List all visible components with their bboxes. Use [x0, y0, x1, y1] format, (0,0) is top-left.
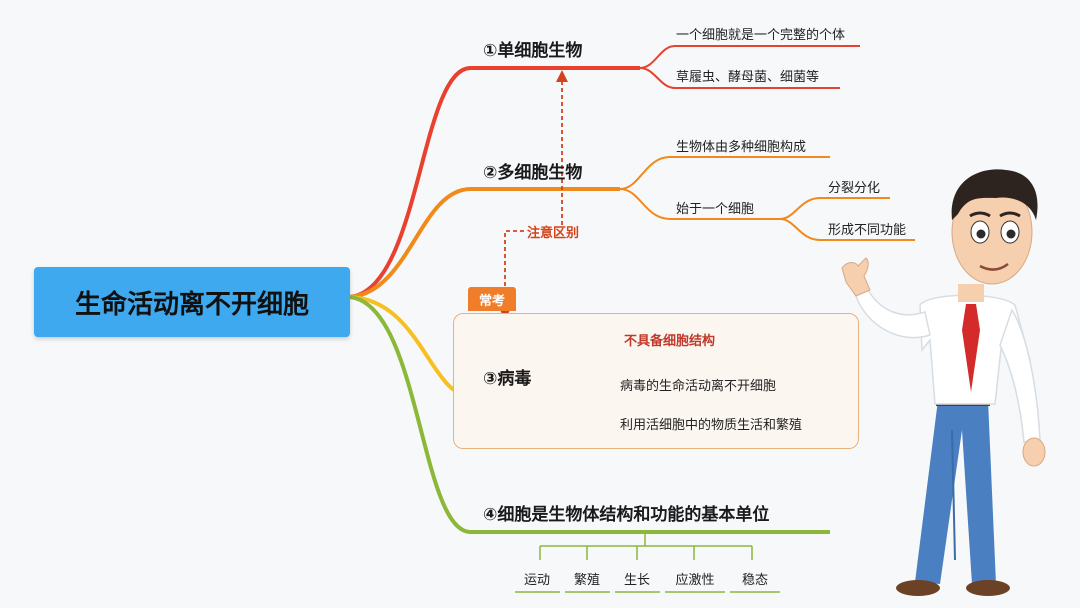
leaf-text: 利用活细胞中的物质生活和繁殖 [620, 418, 803, 433]
frequent-exam-tag: 常考 [468, 287, 516, 311]
root-label: 生命活动离不开细胞 [74, 289, 309, 320]
leaf-connector [639, 45, 860, 69]
annotation-label: 注意区别 [527, 226, 580, 241]
leaf-connector [779, 218, 915, 241]
branch-connector-2 [349, 187, 620, 299]
subleaf-text: 分裂分化 [828, 181, 881, 196]
bottom-leaf-text: 生长 [623, 573, 650, 588]
branch-connector-4 [349, 295, 830, 534]
leaf-text: 一个细胞就是一个完整的个体 [676, 28, 846, 43]
bottom-leaf-text: 繁殖 [573, 573, 600, 588]
branch-label-unicellular: ①单细胞生物 [483, 41, 583, 61]
branch-connector-1 [349, 66, 640, 299]
presenter-illustration [841, 169, 1046, 596]
virus-highlight-box [453, 313, 859, 449]
leaf-connector [619, 188, 780, 220]
annotation-arrow-down [504, 230, 524, 312]
bottom-leaf-text: 运动 [523, 573, 550, 588]
leaf-connector [619, 156, 830, 190]
bracket-connector [539, 532, 753, 560]
subleaf-text: 形成不同功能 [828, 223, 907, 238]
branch-label-virus: ③病毒 [483, 369, 532, 389]
leaf-text: 病毒的生命活动离不开细胞 [620, 379, 777, 394]
leaf-text-highlight: 不具备细胞结构 [624, 334, 716, 349]
leaf-connector [779, 197, 890, 220]
leaf-text: 始于一个细胞 [676, 202, 755, 217]
leaf-text: 草履虫、酵母菌、细菌等 [676, 70, 820, 85]
bottom-leaf-text: 稳态 [741, 573, 768, 588]
branch-label-cell-unit: ④细胞是生物体结构和功能的基本单位 [483, 505, 770, 525]
root-node: 生命活动离不开细胞 [34, 267, 350, 337]
leaf-text: 生物体由多种细胞构成 [676, 140, 807, 155]
annotation-arrowhead-up [556, 70, 568, 82]
branch-label-multicellular: ②多细胞生物 [483, 163, 583, 183]
leaf-connector [639, 67, 840, 89]
bottom-leaf-text: 应激性 [675, 573, 715, 588]
